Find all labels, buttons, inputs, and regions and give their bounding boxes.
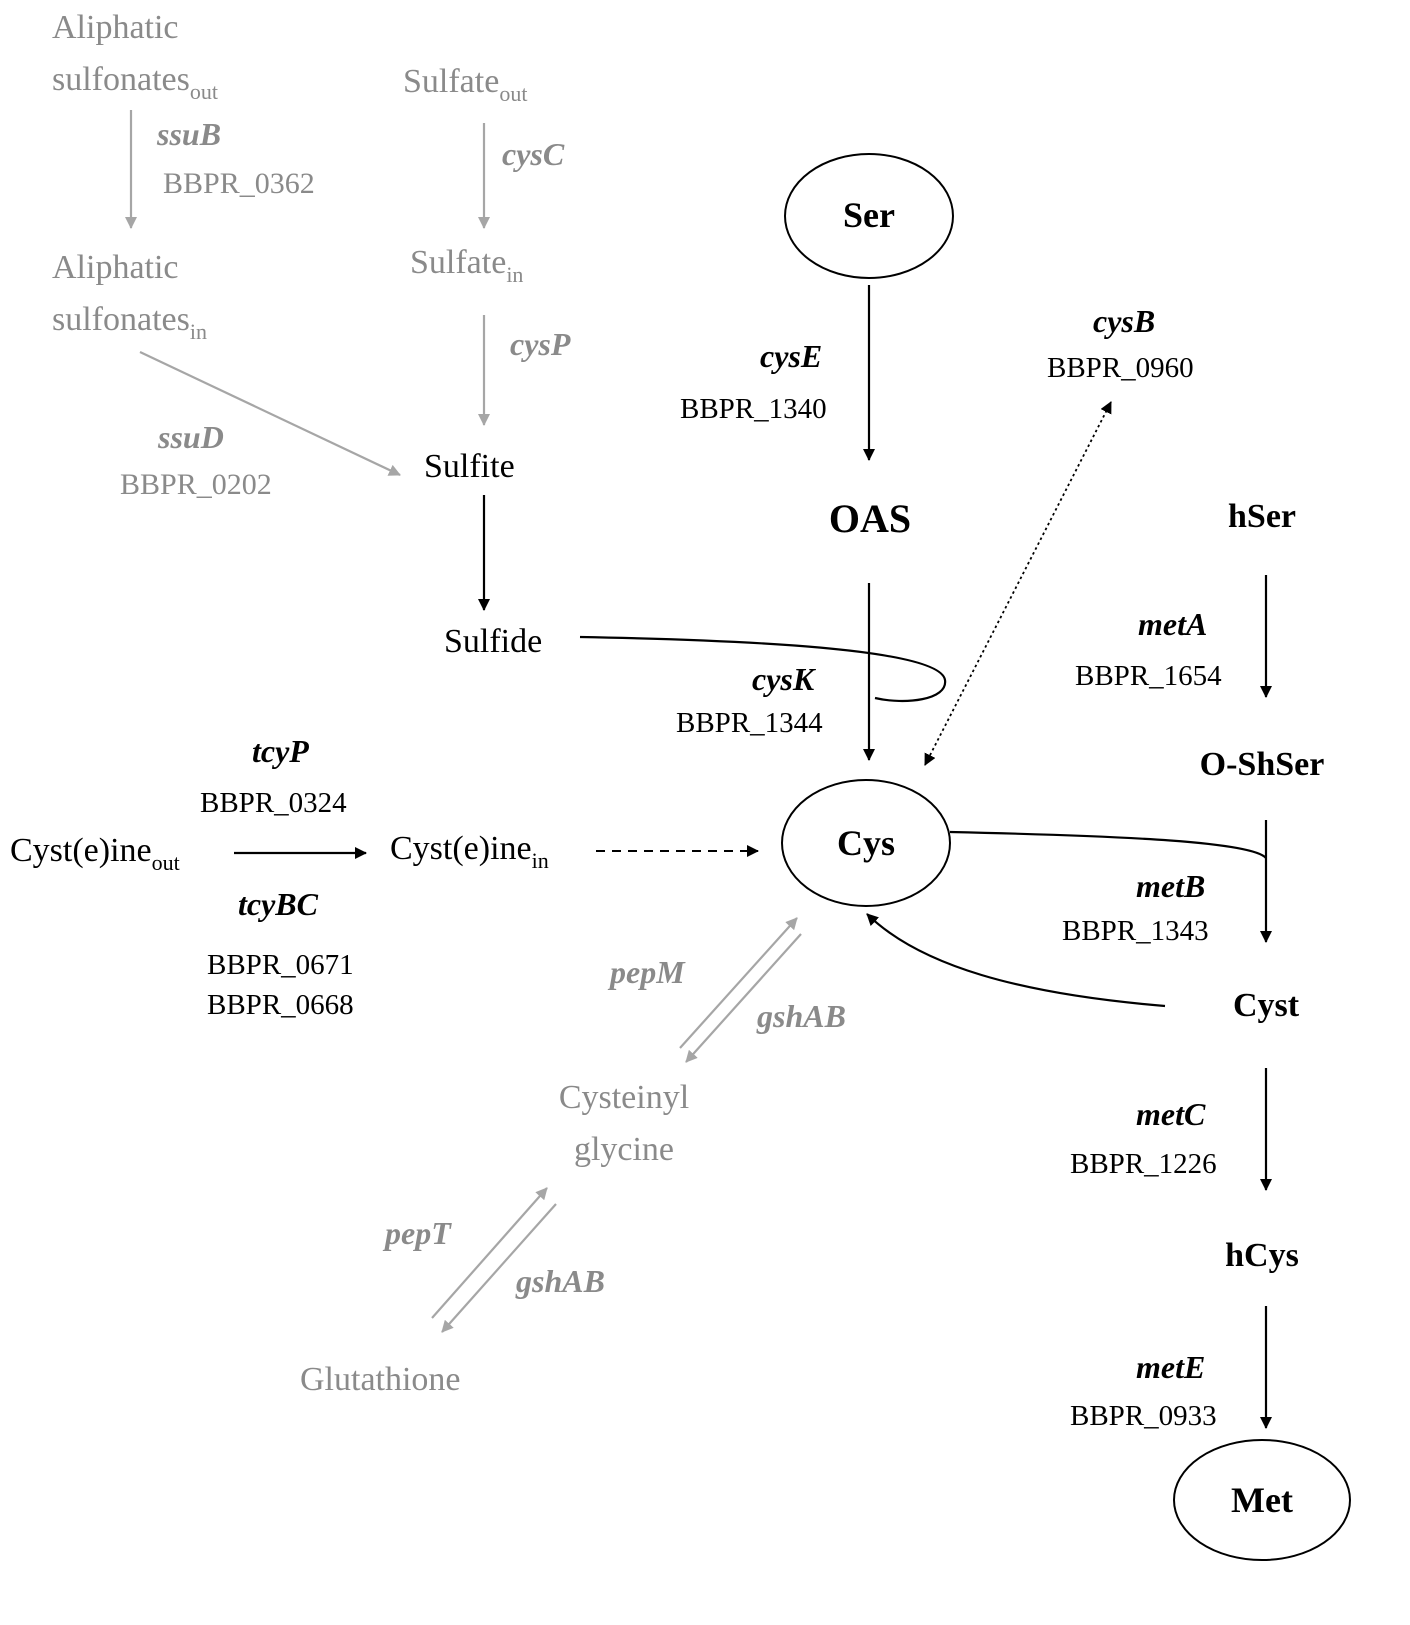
cys-to-metB-curve [949,830,1267,859]
ser-node [784,153,954,279]
cys-node [781,779,951,907]
aliphatic-out-line1: Aliphatic [52,9,179,46]
gene-metC-name: metC [1136,1096,1206,1132]
gene-gshAB-1-name: gshAB [756,998,846,1034]
glutathione-label: Glutathione [300,1361,461,1398]
cyst-label: Cyst [1233,987,1300,1024]
gene-cysK-id: BBPR_1344 [676,707,823,739]
sulfide-label: Sulfide [444,623,542,660]
gene-tcyP-name: tcyP [252,733,309,769]
gene-tcyBC-id1: BBPR_0671 [207,949,354,981]
arrow-gshAB-2 [441,1203,557,1333]
oas-label: OAS [829,496,911,541]
sulfate-out: Sulfateout [403,63,527,106]
gene-pepT-name: pepT [382,1215,452,1251]
aliphatic-in-line1: Aliphatic [52,249,179,286]
cysteine-out: Cyst(e)ineout [10,832,180,875]
gene-tcyBC-id2: BBPR_0668 [207,989,354,1021]
cys-label: Cys [837,823,895,863]
gene-metB-name: metB [1136,868,1205,904]
gene-metC-id: BBPR_1226 [1070,1148,1217,1180]
met-node [1173,1439,1351,1561]
gene-ssuD-id: BBPR_0202 [120,468,272,501]
gene-cysE-id: BBPR_1340 [680,393,827,425]
gene-metE-name: metE [1136,1349,1205,1385]
sulfite-label: Sulfite [424,448,515,485]
gene-metA-name: metA [1138,606,1207,642]
gene-cysP-name: cysP [510,326,571,362]
gene-metE-id: BBPR_0933 [1070,1400,1217,1432]
gene-ssuD-name: ssuD [157,419,224,455]
gene-tcyP-id: BBPR_0324 [200,787,347,819]
cysteinyl-glycine-line1: Cysteinyl [559,1079,689,1116]
sulfide-to-cysK-curve [579,635,947,703]
gene-cysK-name: cysK [752,661,817,697]
gene-ssuB-name: ssuB [156,116,221,152]
gene-ssuB-id: BBPR_0362 [163,167,315,200]
oshser-label: O-ShSer [1200,746,1325,783]
gene-pepM-name: pepM [607,954,686,990]
hser-label: hSer [1228,498,1296,535]
gene-gshAB-2-name: gshAB [515,1263,605,1299]
cysteine-in: Cyst(e)inein [390,830,549,873]
gene-cysE-name: cysE [760,338,822,374]
gene-metB-id: BBPR_1343 [1062,915,1209,947]
arrow-cysB-regulation [924,401,1112,766]
arrow-gshAB-1 [685,933,802,1063]
gene-cysC-name: cysC [502,136,565,172]
aliphatic-in-line2: sulfonatesin [52,301,207,344]
met-label: Met [1231,1480,1293,1520]
arrow-ssuD [139,351,401,476]
cysteinyl-glycine-line2: glycine [574,1131,674,1168]
gene-cysB-id: BBPR_0960 [1047,352,1194,384]
gene-tcyBC-name: tcyBC [238,886,319,922]
arrow-cyst-to-cys [866,913,1166,1008]
aliphatic-out-line2: sulfonatesout [52,61,218,104]
sulfate-in: Sulfatein [410,244,523,287]
gene-metA-id: BBPR_1654 [1075,660,1222,692]
arrow-pepT [431,1187,548,1319]
hcys-label: hCys [1225,1237,1299,1274]
ser-label: Ser [843,195,895,235]
arrow-pepM [679,917,798,1049]
gene-cysB-name: cysB [1093,303,1155,339]
